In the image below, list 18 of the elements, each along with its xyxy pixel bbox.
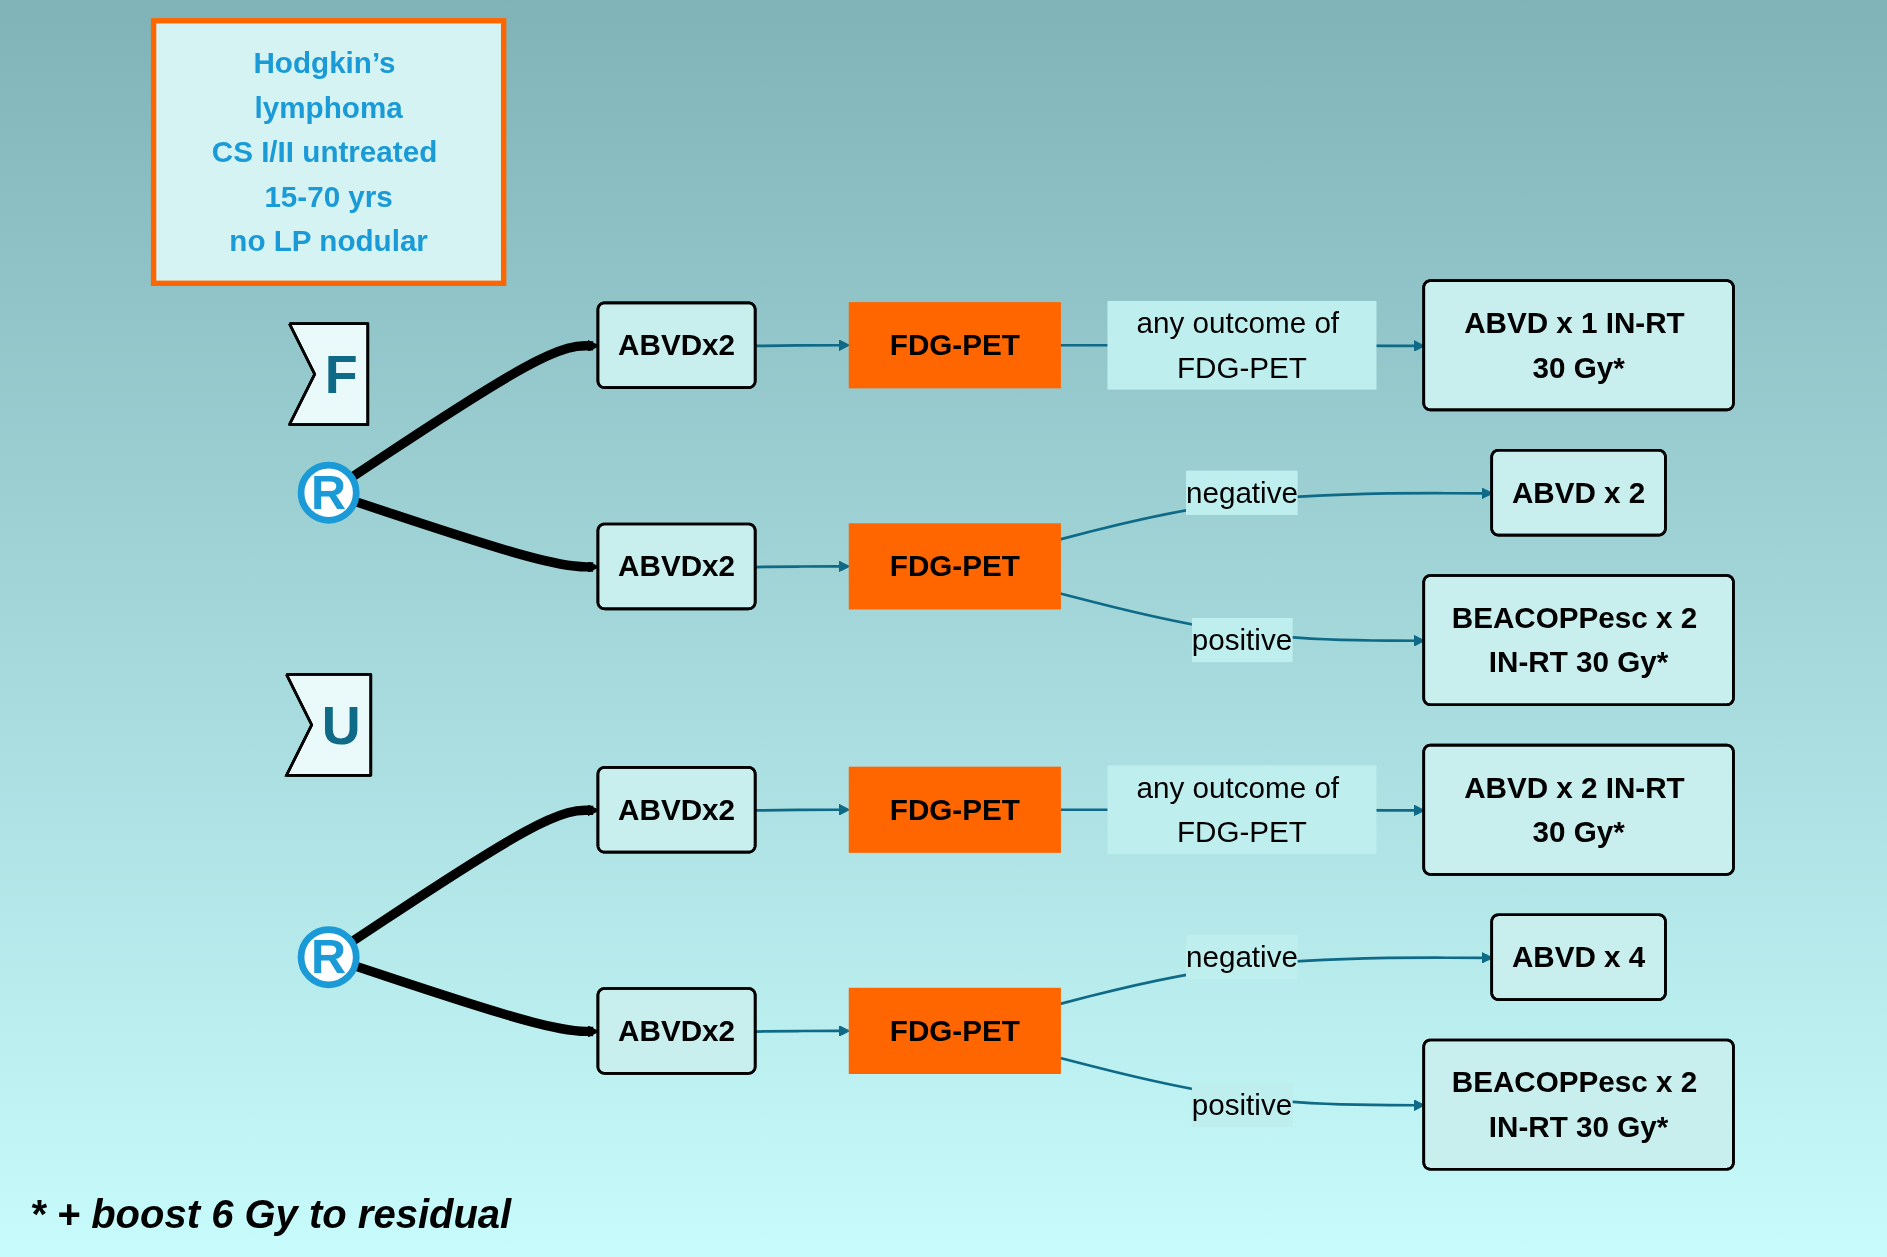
node-circle: R	[297, 461, 360, 524]
edge-label: any outcome of FDG-PET	[1136, 770, 1340, 849]
arrow	[755, 1024, 850, 1037]
edge-label: any outcome of FDG-PET	[1136, 306, 1340, 385]
edge-label: negative	[1185, 940, 1298, 974]
edge-label: negative	[1185, 475, 1298, 510]
arrow	[755, 339, 850, 352]
node-box: FDG-PET	[848, 766, 1061, 853]
node-box: FDG-PET	[848, 523, 1061, 610]
arrow	[755, 803, 850, 816]
node-circle: R	[297, 926, 360, 989]
edge-label: positive	[1191, 1087, 1293, 1122]
footnote: * + boost 6 Gy to residual	[30, 1192, 512, 1237]
node-box: FDG-PET	[848, 302, 1061, 389]
node-box: Hodgkin’s lymphoma CS I/II untreated 15-70 yrs no LP nodular	[150, 18, 507, 286]
arrow	[755, 560, 850, 573]
edge-label: positive	[1191, 623, 1293, 657]
node-box: FDG-PET	[848, 987, 1061, 1074]
